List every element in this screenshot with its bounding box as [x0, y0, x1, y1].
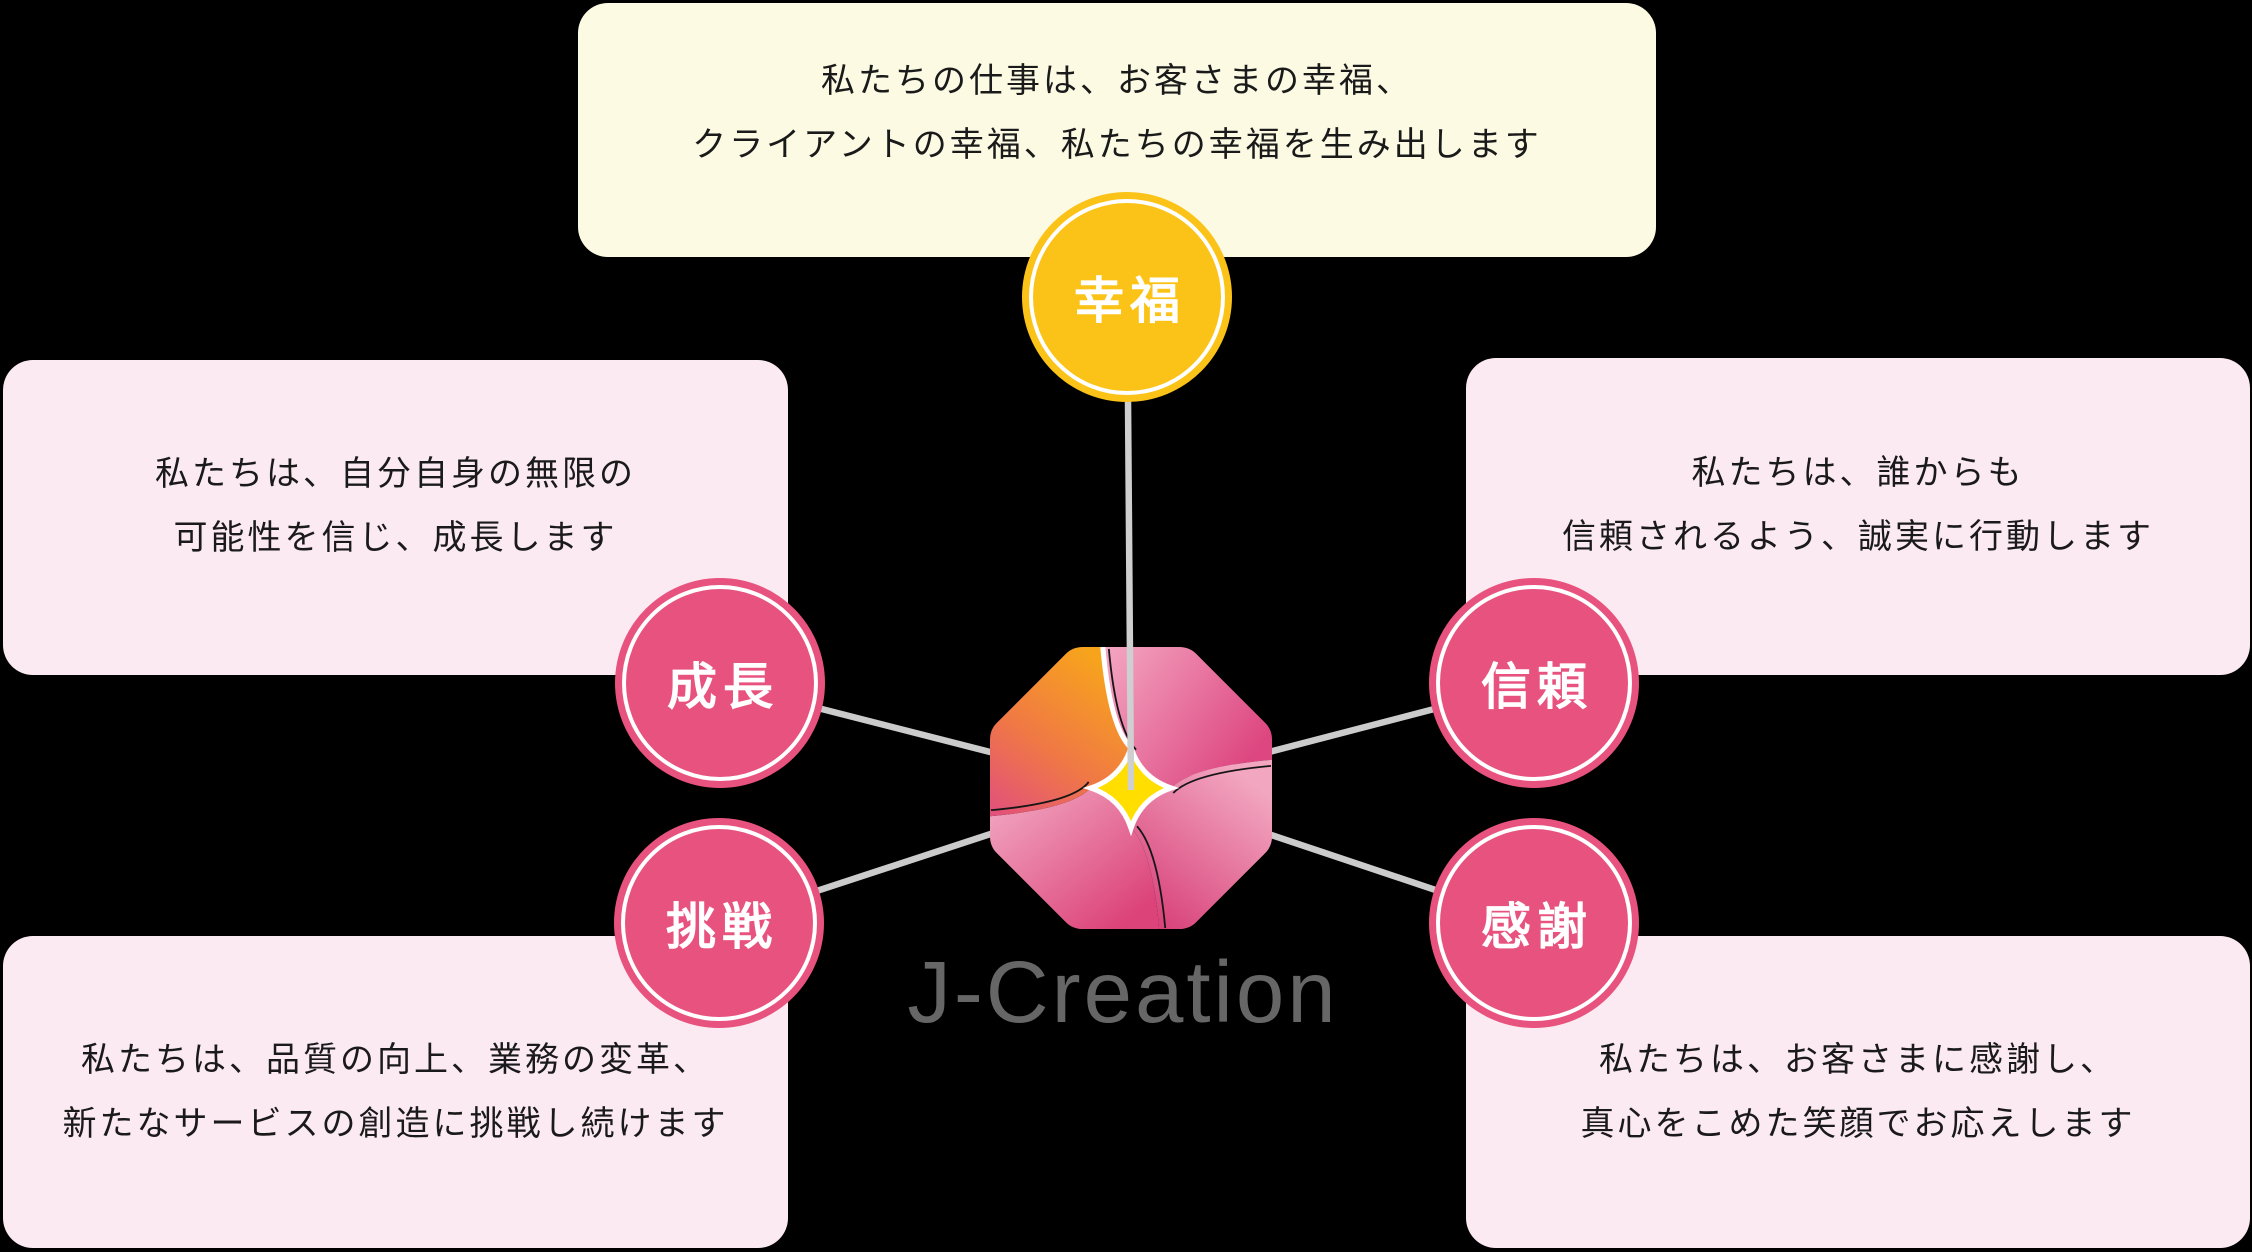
- challenge-description-line1: 私たちは、品質の向上、業務の変革、: [81, 1041, 710, 1079]
- trust-description-line2: 信頼されるよう、誠実に行動します: [1562, 517, 2154, 556]
- growth-description-line1: 私たちは、自分自身の無限の: [155, 454, 636, 493]
- gratitude-description-line1: 私たちは、お客さまに感謝し、: [1599, 1041, 2117, 1079]
- gratitude-node-label: 感謝: [1481, 899, 1593, 955]
- challenge-description-line2: 新たなサービスの創造に挑戦し続けます: [62, 1105, 729, 1143]
- growth-node: 成長: [615, 578, 825, 788]
- happiness-description-line1: 私たちの仕事は、お客さまの幸福、: [821, 62, 1413, 100]
- j-creation-logo-icon: [990, 647, 1272, 929]
- challenge-node-label: 挑戦: [666, 899, 778, 955]
- growth-description-line2: 可能性を信じ、成長します: [173, 518, 618, 557]
- trust-node: 信頼: [1429, 578, 1639, 788]
- challenge-node: 挑戦: [614, 818, 824, 1028]
- happiness-node: 幸福: [1022, 192, 1232, 402]
- j-creation-wordmark: J-Creation: [907, 944, 1339, 1041]
- trust-node-label: 信頼: [1481, 659, 1593, 715]
- gratitude-node: 感謝: [1429, 818, 1639, 1028]
- happiness-node-label: 幸福: [1074, 273, 1186, 329]
- growth-node-label: 成長: [667, 659, 779, 715]
- trust-description-line1: 私たちは、誰からも: [1691, 453, 2025, 492]
- happiness-description-line2: クライアントの幸福、私たちの幸福を生み出します: [692, 126, 1542, 164]
- gratitude-description-panel: 私たちは、お客さまに感謝し、 真心をこめた笑顔でお応えします: [1466, 936, 2250, 1248]
- gratitude-description-line2: 真心をこめた笑顔でお応えします: [1580, 1105, 2136, 1143]
